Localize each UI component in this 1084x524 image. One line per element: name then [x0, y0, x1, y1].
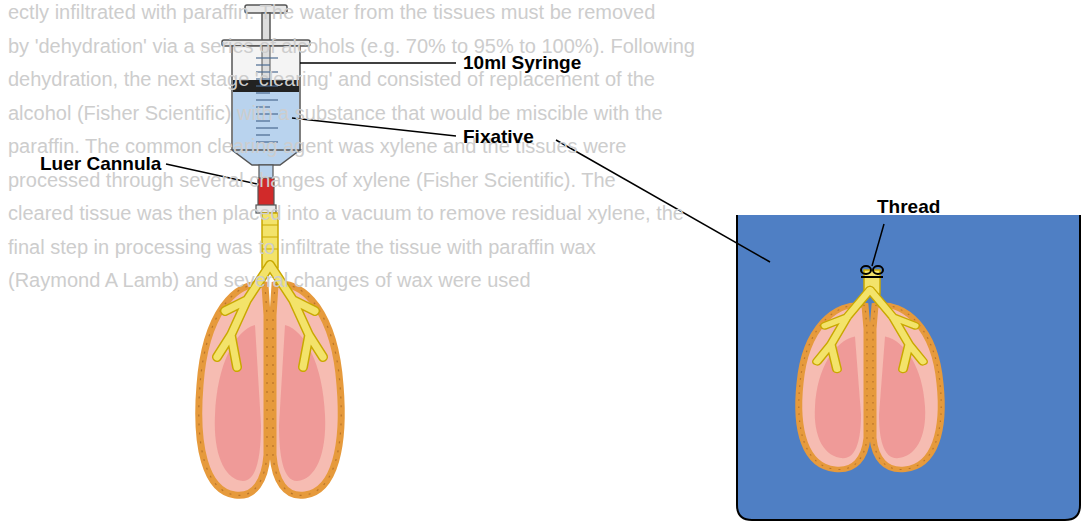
graduation-mark [256, 92, 270, 93]
watermark-text: ectly infiltrated with paraffin. The wat… [8, 1, 655, 24]
graduation-mark [256, 99, 278, 100]
graduation-mark [256, 64, 270, 65]
watermark-text: (Raymond A Lamb) and several changes of … [8, 269, 531, 292]
graduation-mark [256, 127, 278, 128]
graduation-mark [256, 57, 278, 58]
watermark-text: final step in processing was to infiltra… [8, 236, 596, 259]
callout-label: Luer Cannula [40, 153, 161, 175]
watermark-text: cleared tissue was then placed into a va… [8, 202, 684, 225]
watermark-text: alcohol (Fisher Scientific) with a subst… [8, 102, 663, 125]
callout-label: Fixative [463, 126, 534, 148]
callout-label: Thread [877, 196, 940, 218]
callout-label: 10ml Syringe [463, 52, 581, 74]
watermark-text: by 'dehydration' via a series of alcohol… [8, 35, 695, 58]
